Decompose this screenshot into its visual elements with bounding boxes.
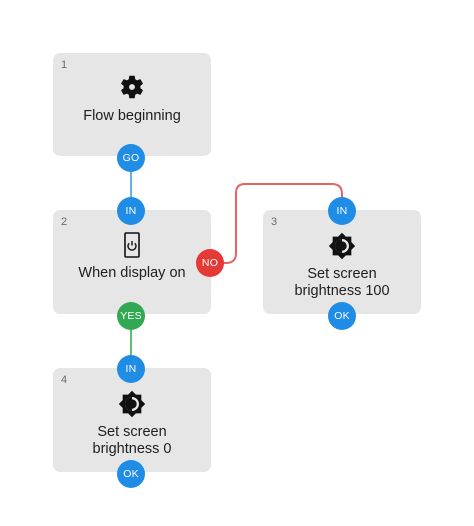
brightness-icon	[328, 232, 356, 260]
block-label: Set screen brightness 0	[92, 424, 172, 457]
ok-port-block-4[interactable]: OK	[117, 460, 145, 488]
ok-port-block-3[interactable]: OK	[328, 302, 356, 330]
block-label: Flow beginning	[83, 108, 181, 124]
block-number: 3	[271, 216, 278, 228]
power-button-icon	[124, 232, 140, 258]
brightness-icon	[118, 390, 146, 418]
flow-block-start[interactable]: 1 Flow beginning	[53, 53, 211, 156]
flow-block-trigger[interactable]: 2 When display on	[53, 210, 211, 314]
block-number: 1	[61, 59, 68, 71]
no-port[interactable]: NO	[196, 249, 224, 277]
gear-icon	[118, 73, 146, 101]
in-port-block-4[interactable]: IN	[117, 355, 145, 383]
block-number: 4	[61, 374, 68, 386]
in-port-block-2[interactable]: IN	[117, 197, 145, 225]
block-label: Set screen brightness 100	[294, 266, 390, 299]
block-label: When display on	[78, 265, 186, 281]
flow-block-brightness-low[interactable]: 4 Set screen brightness 0	[53, 368, 211, 472]
flow-block-brightness-high[interactable]: 3 Set screen brightness 100	[263, 210, 421, 314]
yes-port[interactable]: YES	[117, 302, 145, 330]
block-number: 2	[61, 216, 68, 228]
connector-no-to-in	[210, 183, 343, 264]
in-port-block-3[interactable]: IN	[328, 197, 356, 225]
go-port[interactable]: GO	[117, 144, 145, 172]
